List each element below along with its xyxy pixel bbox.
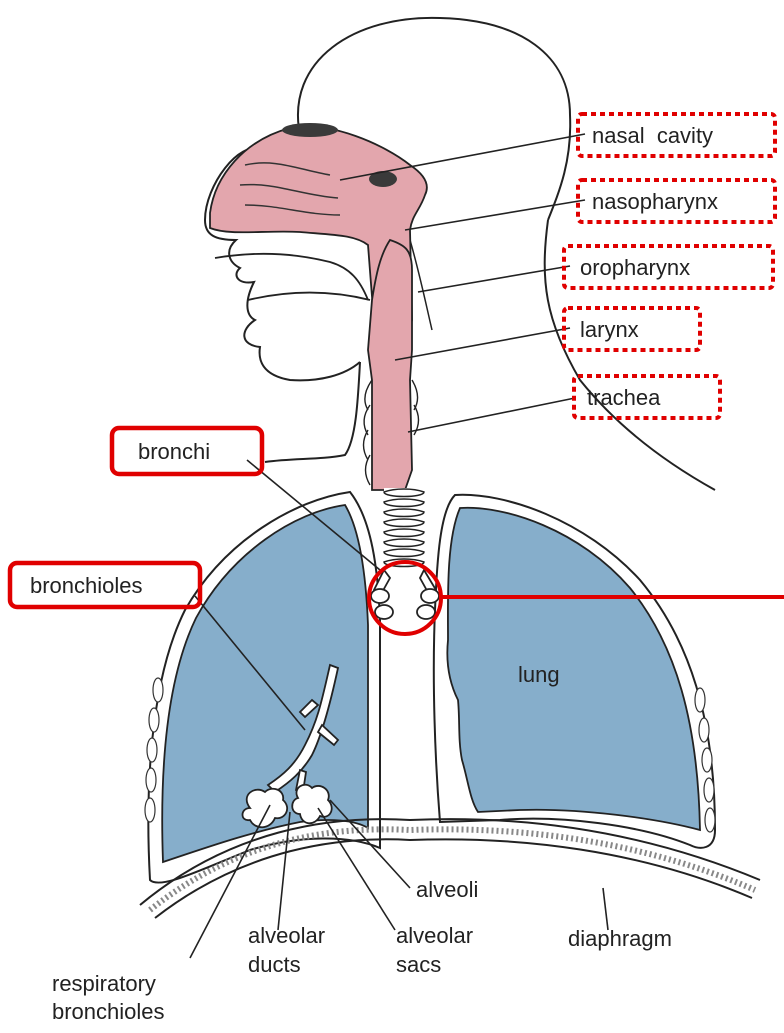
lower-trachea <box>384 488 424 572</box>
right-lung <box>447 508 700 830</box>
label-bronchi: bronchi <box>138 439 210 464</box>
upper-airway <box>210 123 427 490</box>
label-alveolar-sacs-2: sacs <box>396 952 441 977</box>
lungs <box>145 492 715 883</box>
label-respiratory-bronchioles-1: respiratory <box>52 971 156 996</box>
label-nasopharynx: nasopharynx <box>592 189 718 214</box>
label-oropharynx: oropharynx <box>580 255 690 280</box>
label-larynx: larynx <box>580 317 639 342</box>
label-alveoli: alveoli <box>416 877 478 902</box>
label-diaphragm: diaphragm <box>568 926 672 951</box>
label-alveolar-ducts-1: alveolar <box>248 923 325 948</box>
label-nasal-cavity: nasal cavity <box>592 123 713 148</box>
label-trachea: trachea <box>587 385 661 410</box>
label-bronchioles: bronchioles <box>30 573 143 598</box>
label-alveolar-ducts-2: ducts <box>248 952 301 977</box>
label-lung: lung <box>518 662 560 687</box>
label-respiratory-bronchioles-2: bronchioles <box>52 999 165 1024</box>
label-alveolar-sacs-1: alveolar <box>396 923 473 948</box>
